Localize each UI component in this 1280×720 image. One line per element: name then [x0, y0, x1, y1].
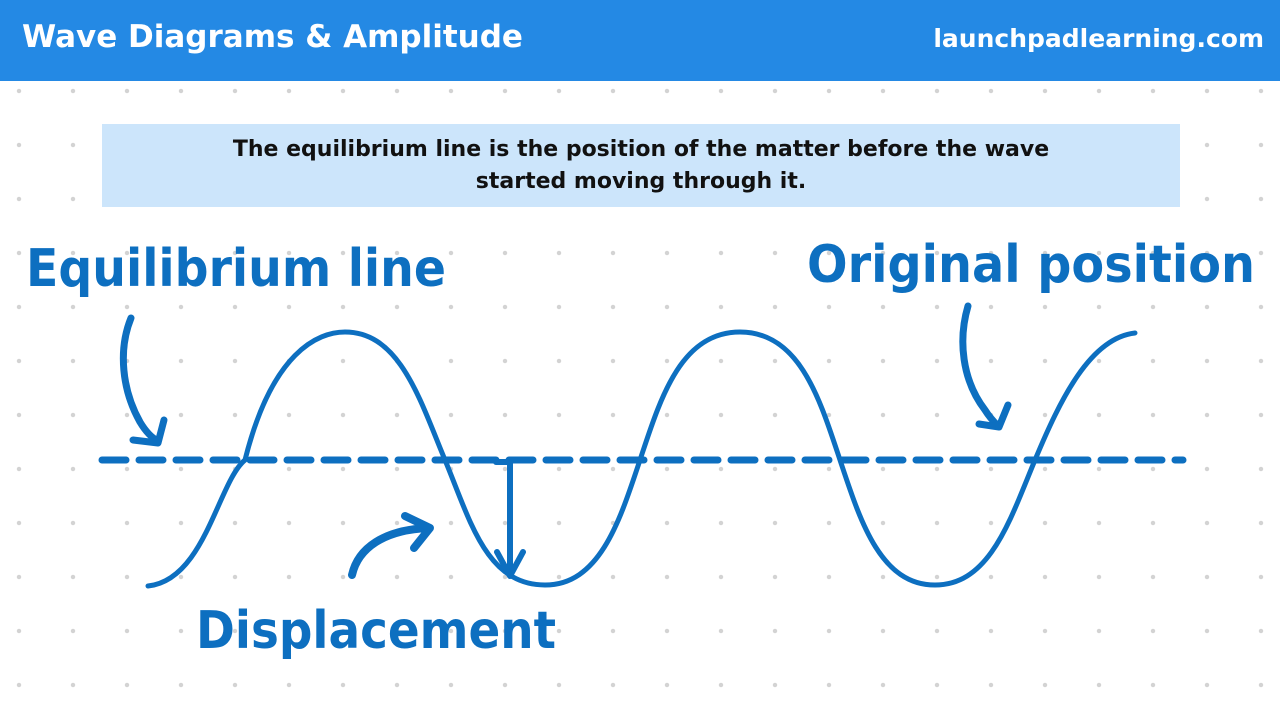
definition-text: The equilibrium line is the position of … — [232, 136, 1050, 194]
page-title: Wave Diagrams & Amplitude — [22, 19, 523, 55]
displacement-pointer-arrow — [348, 512, 434, 579]
displacement-measure-arrow — [493, 459, 526, 579]
label-displacement: Displacement — [196, 601, 556, 661]
definition-callout: The equilibrium line is the position of … — [102, 124, 1180, 207]
header-bar: Wave Diagrams & Amplitude launchpadlearn… — [0, 0, 1280, 81]
site-url: launchpadlearning.com — [933, 24, 1264, 53]
original-position-arrow — [959, 302, 1012, 431]
equilibrium-arrow — [119, 314, 168, 447]
label-original-position: Original position — [807, 235, 1255, 295]
label-equilibrium-line: Equilibrium line — [26, 239, 446, 299]
wave-curve — [145, 329, 1138, 589]
